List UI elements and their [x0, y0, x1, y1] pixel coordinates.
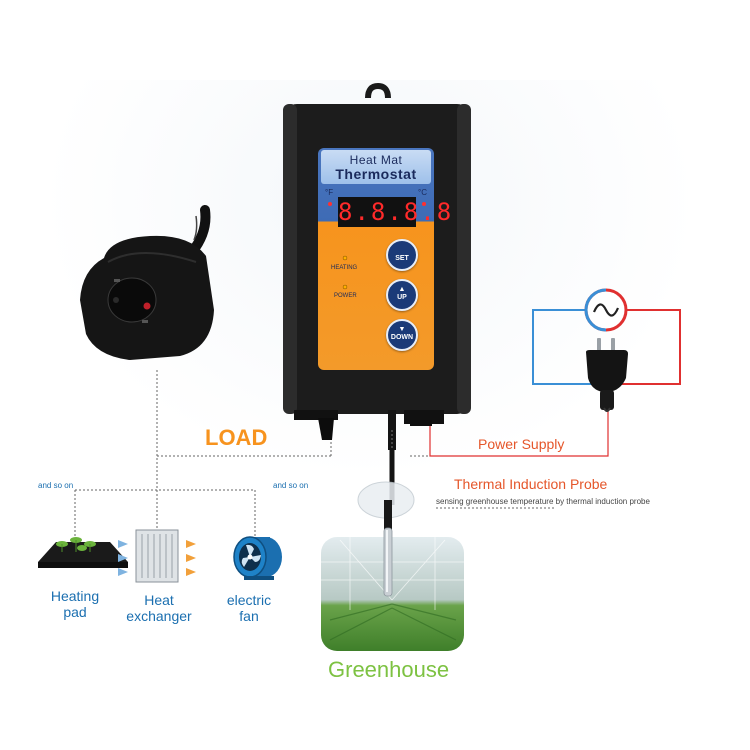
power-wires	[429, 309, 681, 457]
appliance-heating-pad: Heating pad	[38, 588, 112, 620]
heating-indicator-label: HEATING	[331, 265, 358, 271]
thermal-probe-icon	[357, 481, 415, 597]
unit-celsius: °C	[418, 188, 427, 197]
appliance-line1: electric	[226, 592, 272, 608]
load-socket-icon	[80, 235, 214, 360]
appliance-line2: pad	[63, 604, 87, 620]
down-button[interactable]: ▼ DOWN	[386, 319, 418, 351]
electric-fan-icon	[233, 536, 282, 580]
heat-exchanger-icon	[118, 529, 196, 583]
temperature-display: 8.8.8.8	[338, 197, 454, 227]
celsius-led	[422, 202, 426, 206]
load-label: LOAD	[205, 425, 268, 450]
appliance-line1: Heating	[50, 588, 100, 604]
down-arrow-icon: ▼	[398, 326, 406, 333]
and-so-on-left: and so on	[38, 481, 74, 490]
power-plug-icon	[586, 338, 628, 412]
appliance-electric-fan: electric fan	[214, 592, 284, 624]
appliance-line2: exchanger	[126, 608, 192, 624]
down-button-label: DOWN	[390, 334, 414, 341]
power-supply-label: Power Supply	[478, 436, 565, 452]
unit-fahrenheit: °F	[325, 188, 334, 197]
up-arrow-icon: ▲	[398, 286, 406, 293]
up-button[interactable]: ▲ UP	[386, 279, 418, 311]
power-indicator-label: POWER	[334, 293, 357, 299]
and-so-on-right: and so on	[273, 481, 309, 490]
power-led	[342, 284, 348, 290]
set-button[interactable]: SET	[386, 239, 418, 271]
appliance-line2: fan	[239, 608, 259, 624]
fahrenheit-led	[328, 202, 332, 206]
greenhouse-photo	[321, 537, 464, 651]
appliance-heat-exchanger: Heat exchanger	[118, 592, 200, 624]
probe-label: Thermal Induction Probe	[454, 476, 608, 492]
device-title-line1: Heat Mat	[349, 153, 403, 167]
heating-led	[342, 255, 348, 261]
greenhouse-label: Greenhouse	[328, 657, 450, 682]
appliance-line1: Heat	[144, 592, 174, 608]
heating-pad-icon	[38, 537, 128, 568]
ac-symbol-icon	[584, 288, 628, 332]
up-button-label: UP	[397, 294, 407, 301]
device-title-line2: Thermostat	[335, 166, 417, 182]
set-button-label: SET	[395, 255, 409, 262]
probe-description: sensing greenhouse temperature by therma…	[436, 497, 650, 506]
title-plate	[321, 150, 431, 184]
